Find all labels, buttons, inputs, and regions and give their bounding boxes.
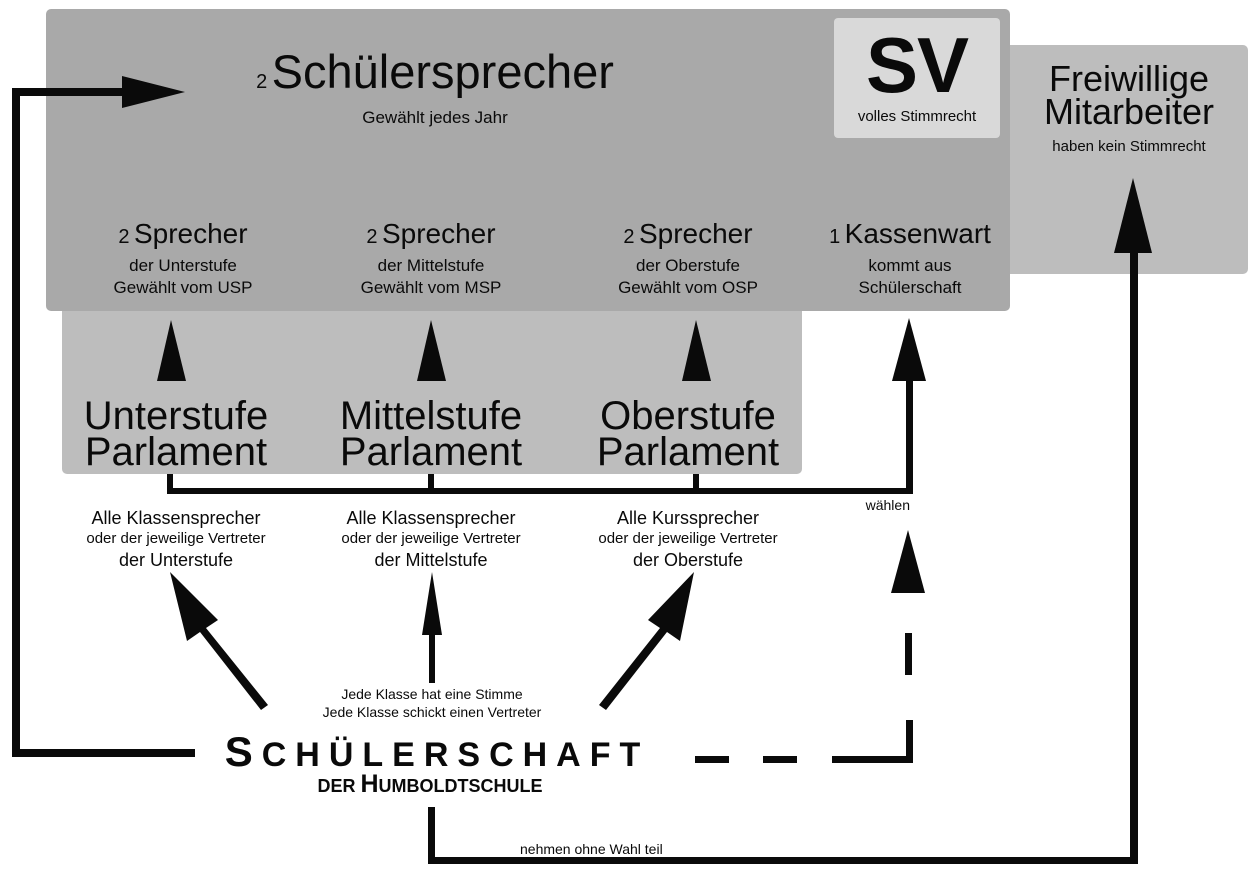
bus-horizontal	[167, 488, 913, 494]
role-kassenwart: 1 Kassenwart kommt aus Schülerschaft	[800, 220, 1020, 299]
president-count: 2	[256, 71, 268, 93]
sv-badge-note: volles Stimmrecht	[857, 108, 977, 125]
role-line1: der Mittelstufe	[377, 256, 485, 275]
parliament-line1: Unterstufe	[83, 394, 269, 438]
president-subtitle: Gewählt jedes Jahr	[362, 108, 508, 127]
reps-line2: oder der jeweilige Vertreter	[86, 530, 266, 547]
class-note-line2: Jede Klasse schickt einen Vertreter	[322, 704, 542, 720]
role-title: Sprecher	[381, 218, 496, 249]
student-body-title: SCHÜLERSCHAFT	[224, 728, 650, 775]
role-line2: Gewählt vom MSP	[360, 278, 502, 297]
dash-4	[906, 720, 913, 763]
bus-drop-msp	[428, 474, 434, 494]
parliament-line1: Oberstufe	[600, 394, 776, 438]
sv-badge: SV volles Stimmrecht	[834, 18, 1000, 138]
role-line2: Gewählt vom OSP	[618, 278, 758, 297]
reps-line2: oder der jeweilige Vertreter	[341, 530, 521, 547]
dash-5	[905, 633, 912, 675]
role-mittelstufe: 2 Sprecher der Mittelstufe Gewählt vom M…	[311, 220, 551, 299]
role-count: 2	[118, 226, 130, 248]
arrowhead-usp-up	[157, 320, 186, 381]
role-oberstufe: 2 Sprecher der Oberstufe Gewählt vom OSP	[568, 220, 808, 299]
arrow-to-mittelstufe-reps	[422, 572, 442, 683]
parliament-line2: Parlament	[84, 430, 268, 474]
label-elect: wählen	[865, 497, 910, 513]
role-line1: kommt aus	[868, 256, 952, 275]
class-note: Jede Klasse hat eine Stimme Jede Klasse …	[282, 685, 582, 721]
reps-unterstufe: Alle Klassensprecher oder der jeweilige …	[56, 507, 296, 571]
parliament-line2: Parlament	[339, 430, 523, 474]
bus-drop-osp	[693, 474, 699, 494]
arrowhead-dashed	[891, 530, 925, 593]
dash-3	[832, 756, 912, 763]
bus-up-kassenwart	[906, 375, 913, 494]
role-title: Sprecher	[133, 218, 248, 249]
reps-line1: Alle Klassensprecher	[346, 508, 516, 528]
parliament-mittelstufe: Mittelstufe Parlament	[311, 394, 551, 474]
reps-line1: Alle Klassensprecher	[91, 508, 261, 528]
arrow-to-oberstufe-reps	[599, 572, 694, 710]
president-block: 2 Schülersprecher	[225, 48, 645, 95]
role-count: 2	[366, 226, 378, 248]
volunteers-line2: Mitarbeiter	[1043, 91, 1215, 132]
label-participate: nehmen ohne Wahl teil	[520, 841, 663, 857]
role-title: Sprecher	[638, 218, 753, 249]
volunteers-line1: Freiwillige	[1048, 58, 1210, 99]
arrowhead-volunteers	[1114, 178, 1152, 253]
reps-line2: oder der jeweilige Vertreter	[598, 530, 778, 547]
role-count: 2	[623, 226, 635, 248]
sv-badge-label: SV	[865, 21, 969, 109]
role-count: 1	[829, 226, 841, 248]
dash-2	[763, 756, 797, 763]
reps-line1: Alle Kurssprecher	[616, 508, 760, 528]
arrowhead-osp-up	[682, 320, 711, 381]
role-line2: Schülerschaft	[858, 278, 962, 297]
reps-oberstufe: Alle Kurssprecher oder der jeweilige Ver…	[568, 507, 808, 571]
bus-drop-usp	[167, 474, 173, 494]
role-title: Kassenwart	[844, 218, 991, 249]
reps-mittelstufe: Alle Klassensprecher oder der jeweilige …	[311, 507, 551, 571]
class-note-line1: Jede Klasse hat eine Stimme	[341, 686, 523, 702]
parliament-line2: Parlament	[596, 430, 780, 474]
reps-line3: der Mittelstufe	[374, 550, 488, 570]
volunteers-note: haben kein Stimmrecht	[1052, 138, 1206, 155]
parliament-line1: Mittelstufe	[339, 394, 523, 438]
reps-line3: der Unterstufe	[118, 550, 234, 570]
role-line1: der Unterstufe	[129, 256, 237, 275]
role-unterstufe: 2 Sprecher der Unterstufe Gewählt vom US…	[63, 220, 303, 299]
arrowhead-kassenwart	[892, 318, 926, 381]
arrowhead-msp-up	[417, 320, 446, 381]
role-line1: der Oberstufe	[636, 256, 740, 275]
parliament-oberstufe: Oberstufe Parlament	[568, 394, 808, 474]
student-body-subtitle: DER HUMBOLDTSCHULE	[317, 770, 543, 798]
dash-1	[695, 756, 729, 763]
volunteers-block: Freiwillige Mitarbeiter haben kein Stimm…	[1010, 58, 1248, 156]
reps-line3: der Oberstufe	[632, 550, 744, 570]
arrowhead-to-president	[122, 76, 185, 108]
parliament-unterstufe: Unterstufe Parlament	[56, 394, 296, 474]
arrow-to-unterstufe-reps	[170, 572, 268, 710]
role-line2: Gewählt vom USP	[113, 278, 253, 297]
president-title: Schülersprecher	[271, 45, 614, 98]
